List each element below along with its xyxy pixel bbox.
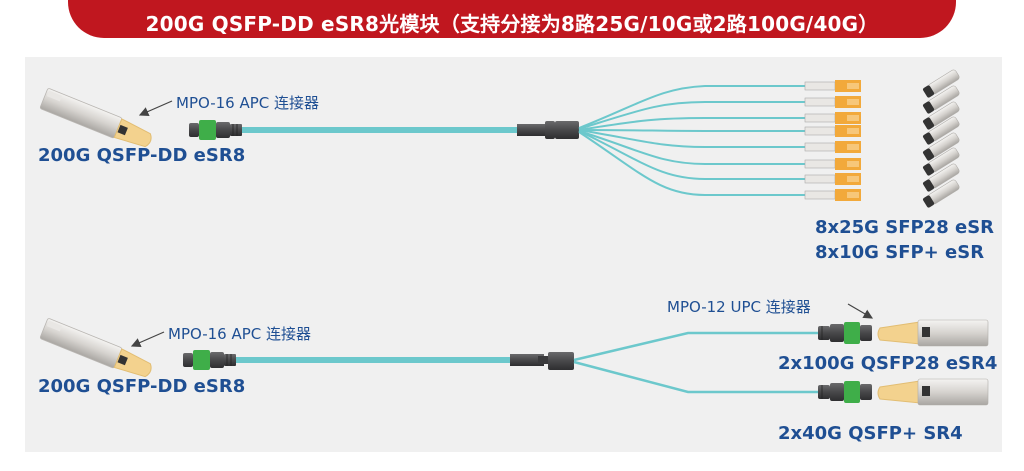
lc-connectors [804,80,861,201]
breakout-boot-icon [510,352,574,370]
top-target-label-2: 8x10G SFP+ eSR [815,242,985,263]
top-target-label-1: 8x25G SFP28 eSR [815,217,995,238]
breakout-boot-icon [517,121,579,139]
mpo-12-connector-icon [818,322,872,344]
bottom-source-connector-label: MPO-16 APC 连接器 [168,325,312,343]
bottom-target-label-2: 2x40G QSFP+ SR4 [778,423,963,444]
bottom-source-module-label: 200G QSFP-DD eSR8 [38,376,246,397]
qsfp-dd-module-icon [39,88,152,148]
title-banner [68,0,956,38]
trunk-fiber-cable [236,357,511,363]
fanout-fibers [573,331,820,394]
fanout-fibers [578,85,805,196]
mpo-16-connector-icon [183,350,236,370]
bottom-target-label-1: 2x100G QSFP28 eSR4 [778,353,998,374]
qsfp-dd-module-icon [39,318,152,378]
top-source-module-label: 200G QSFP-DD eSR8 [38,145,246,166]
qsfp-plus-module-icon [877,378,989,406]
top-source-connector-label: MPO-16 APC 连接器 [176,94,320,112]
pointer-arrow-icon [130,331,165,348]
pointer-arrow-icon [847,303,874,319]
page-title: 200G QSFP-DD eSR8光模块（支持分接为8路25G/10G或2路10… [145,12,879,36]
sfp-modules [923,69,960,208]
pointer-arrow-icon [138,100,173,117]
mpo-12-connector-icon [818,381,872,403]
trunk-fiber-cable [242,127,520,133]
bottom-target-connector-label: MPO-12 UPC 连接器 [667,298,811,316]
qsfp28-module-icon [877,319,989,347]
mpo-16-connector-icon [189,120,242,140]
